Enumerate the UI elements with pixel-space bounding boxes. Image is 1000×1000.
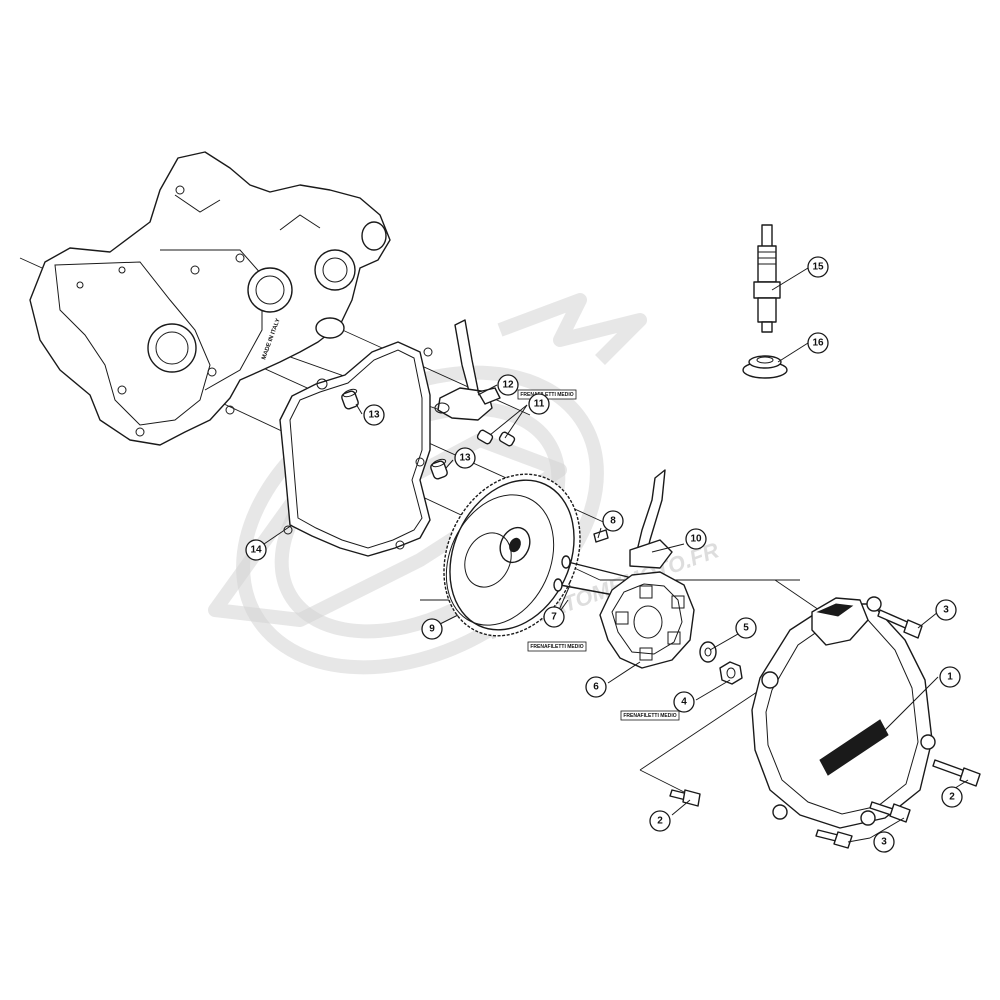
callout-13a-label: 13 [368,410,380,421]
callout-11-label: 11 [534,399,545,410]
callout-13b-label: 13 [459,453,471,464]
threadlock-note-4-text: FRENAFILETTI MEDIO [623,713,676,719]
callout-7-label: 7 [551,612,557,623]
callout-3a: 3 [935,599,957,621]
flywheel [443,473,581,637]
threadlock-note-4: FRENAFILETTI MEDIO [620,710,680,721]
dowel-pins [341,388,448,480]
callout-3a-label: 3 [943,605,949,616]
callout-12-label: 12 [502,380,514,391]
callout-6: 6 [585,676,607,698]
callout-2b: 2 [941,786,963,808]
callout-10: 10 [685,528,707,550]
callout-14: 14 [245,539,267,561]
pickup-sensor [434,319,501,421]
threadlock-note-7-text: FRENAFILETTI MEDIO [530,644,583,650]
callout-2a: 2 [649,810,671,832]
callout-15-label: 15 [812,262,824,273]
ignition-cover [751,596,936,829]
callout-4: 4 [673,691,695,713]
callout-16: 16 [807,332,829,354]
callout-3b-label: 3 [881,837,887,848]
sensor-screws [476,429,516,447]
callout-8: 8 [602,510,624,532]
callout-15: 15 [807,256,829,278]
callout-13b: 13 [454,447,476,469]
callout-3b: 3 [873,831,895,853]
callout-10-label: 10 [690,534,702,545]
callout-12: 12 [497,374,519,396]
callout-1: 1 [939,666,961,688]
gasket [279,341,433,557]
callout-11: 11 [528,393,550,415]
callout-7: 7 [543,606,565,628]
washer-and-nut [699,641,743,685]
callout-16-label: 16 [812,338,824,349]
callout-2b-label: 2 [949,792,955,803]
callout-6-label: 6 [593,682,599,693]
callout-1-label: 1 [947,672,953,683]
woodruff-key [593,529,609,543]
stator [599,469,695,669]
spark-plug [753,224,781,333]
threadlock-note-7: FRENAFILETTI MEDIO [527,641,587,652]
callout-2a-label: 2 [657,816,663,827]
callout-5-label: 5 [743,623,749,634]
threadlock-note-11-text: FRENAFILETTI MEDIO [520,392,573,398]
crankcase-half: MADE IN ITALY [29,151,391,446]
spark-plug-seal [742,355,788,379]
callout-13a: 13 [363,404,385,426]
callout-5: 5 [735,617,757,639]
callout-9: 9 [421,618,443,640]
callout-14-label: 14 [250,545,262,556]
callout-8-label: 8 [610,516,616,527]
callout-9-label: 9 [429,624,435,635]
callout-4-label: 4 [681,697,687,708]
